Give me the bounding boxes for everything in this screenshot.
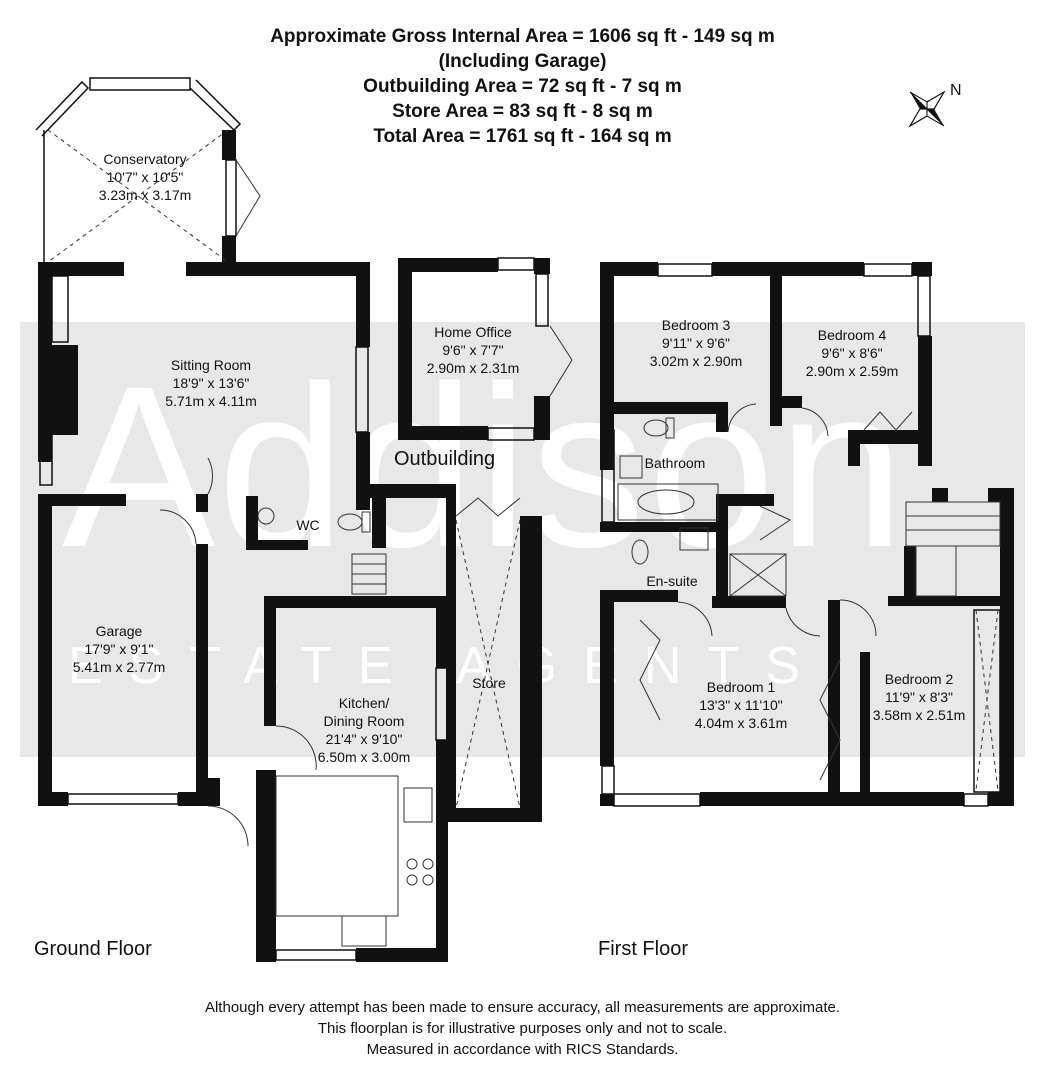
first-floor-label: First Floor xyxy=(598,938,688,960)
compass-rose-icon xyxy=(908,90,946,128)
disclaimer-line-1: Although every attempt has been made to … xyxy=(204,999,841,1016)
bedroom-3-name: Bedroom 3 xyxy=(661,317,731,333)
garage-imperial: 17'9" x 9'1" xyxy=(84,641,154,657)
room-ensuite: En-suite xyxy=(646,572,697,590)
home-office-metric: 2.90m x 2.31m xyxy=(426,360,520,376)
kitchen-name-line1: Kitchen/ xyxy=(338,695,390,711)
ground-floor-label: Ground Floor xyxy=(34,938,152,960)
kitchen-metric: 6.50m x 3.00m xyxy=(317,749,411,765)
disclaimer-line-2: This floorplan is for illustrative purpo… xyxy=(317,1020,728,1037)
bathroom-name: Bathroom xyxy=(644,455,706,471)
compass-north-label: N xyxy=(950,82,962,99)
bedroom-2-metric: 3.58m x 2.51m xyxy=(872,707,966,723)
disclaimer-line-3: Measured in accordance with RICS Standar… xyxy=(366,1041,679,1058)
conservatory-imperial: 10'7" x 10'5" xyxy=(106,169,184,185)
store-name: Store xyxy=(472,675,506,691)
disclaimer: Although every attempt has been made to … xyxy=(0,997,1045,1060)
ground-floor-fixtures xyxy=(47,129,573,947)
room-wc: WC xyxy=(296,516,319,534)
home-office-imperial: 9'6" x 7'7" xyxy=(442,342,504,358)
bedroom-2-imperial: 11'9" x 8'3" xyxy=(885,689,953,705)
area-summary: Approximate Gross Internal Area = 1606 s… xyxy=(0,24,1045,149)
bedroom-4-metric: 2.90m x 2.59m xyxy=(805,363,899,379)
outbuilding-area: Outbuilding Area = 72 sq ft - 7 sq m xyxy=(363,76,682,97)
gross-internal-area: Approximate Gross Internal Area = 1606 s… xyxy=(270,26,775,47)
room-garage: Garage 17'9" x 9'1" 5.41m x 2.77m xyxy=(73,622,166,676)
kitchen-imperial: 21'4" x 9'10" xyxy=(325,731,403,747)
bedroom-4-imperial: 9'6" x 8'6" xyxy=(821,345,883,361)
sitting-room-name: Sitting Room xyxy=(170,357,252,373)
room-home-office: Home Office 9'6" x 7'7" 2.90m x 2.31m xyxy=(427,323,520,377)
sitting-room-imperial: 18'9" x 13'6" xyxy=(172,375,250,391)
conservatory-name: Conservatory xyxy=(103,151,187,167)
wc-name: WC xyxy=(296,517,320,533)
room-sitting-room: Sitting Room 18'9" x 13'6" 5.71m x 4.11m xyxy=(165,356,257,410)
watermark-tagline: ESTATE AGENTS xyxy=(68,637,826,695)
sitting-room-metric: 5.71m x 4.11m xyxy=(165,393,257,409)
room-bedroom-4: Bedroom 4 9'6" x 8'6" 2.90m x 2.59m xyxy=(806,326,899,380)
room-conservatory: Conservatory 10'7" x 10'5" 3.23m x 3.17m xyxy=(99,150,192,204)
kitchen-name-line2: Dining Room xyxy=(323,713,405,729)
conservatory-metric: 3.23m x 3.17m xyxy=(98,187,192,203)
bedroom-1-imperial: 13'3" x 11'10" xyxy=(699,697,783,713)
home-office-name: Home Office xyxy=(434,324,512,340)
watermark-logo: Addison xyxy=(62,338,908,595)
garage-metric: 5.41m x 2.77m xyxy=(72,659,166,675)
total-area: Total Area = 1761 sq ft - 164 sq m xyxy=(373,126,672,147)
ground-floor-windows xyxy=(35,77,549,961)
bedroom-3-imperial: 9'11" x 9'6" xyxy=(662,335,730,351)
ground-floor-walls xyxy=(38,130,550,962)
room-bedroom-3: Bedroom 3 9'11" x 9'6" 3.02m x 2.90m xyxy=(650,316,743,370)
room-bedroom-2: Bedroom 2 11'9" x 8'3" 3.58m x 2.51m xyxy=(873,670,966,724)
outbuilding-label: Outbuilding xyxy=(394,448,496,470)
room-store: Store xyxy=(472,674,505,692)
room-bathroom: Bathroom xyxy=(645,454,706,472)
bedroom-4-name: Bedroom 4 xyxy=(817,327,887,343)
store-area: Store Area = 83 sq ft - 8 sq m xyxy=(392,101,653,122)
bedroom-2-name: Bedroom 2 xyxy=(884,671,954,687)
room-bedroom-1: Bedroom 1 13'3" x 11'10" 4.04m x 3.61m xyxy=(695,678,788,732)
first-floor-windows xyxy=(601,263,1001,807)
ensuite-name: En-suite xyxy=(646,573,698,589)
including-garage-note: (Including Garage) xyxy=(438,51,607,72)
bedroom-1-name: Bedroom 1 xyxy=(706,679,776,695)
bedroom-1-metric: 4.04m x 3.61m xyxy=(694,715,788,731)
garage-name: Garage xyxy=(95,623,143,639)
first-floor-walls xyxy=(600,262,1014,806)
first-floor-fixtures xyxy=(617,403,1001,791)
bedroom-3-metric: 3.02m x 2.90m xyxy=(649,353,743,369)
room-kitchen-dining: Kitchen/ Dining Room 21'4" x 9'10" 6.50m… xyxy=(318,694,411,766)
